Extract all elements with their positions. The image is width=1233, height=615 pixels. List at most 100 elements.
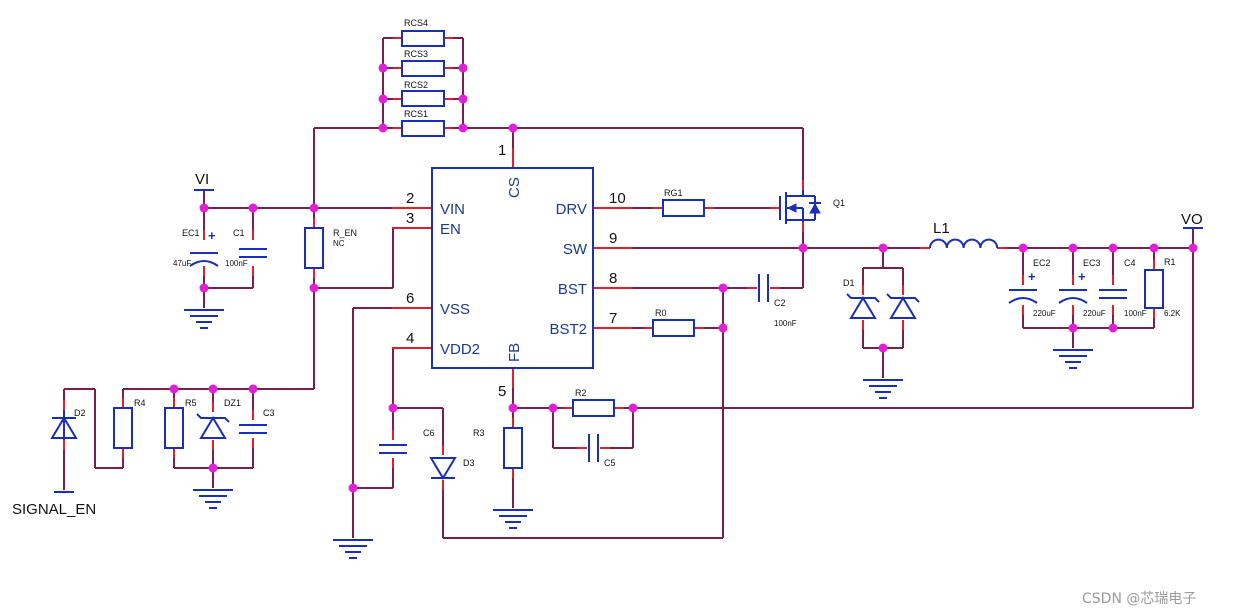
d1-label: D1 — [843, 278, 855, 288]
pin-num-10: 10 — [609, 190, 626, 207]
rcs1-resistor — [401, 120, 445, 137]
d3-label: D3 — [463, 458, 475, 468]
pin-num-9: 9 — [609, 230, 617, 247]
capacitors: + EC1 47uF C1 100nF C2 100nF C3 C6 — [173, 228, 1147, 468]
c5-capacitor — [588, 434, 599, 462]
signal-en-label: SIGNAL_EN — [12, 501, 96, 518]
controller-ic: VIN EN VSS VDD2 DRV SW BST BST2 CS FB 2 … — [406, 142, 626, 400]
junctions — [169, 63, 1198, 493]
rcs3-label: RCS3 — [404, 49, 428, 59]
r5-label: R5 — [185, 398, 197, 408]
c4-label: C4 — [1124, 258, 1136, 268]
d2-diode — [50, 410, 78, 440]
vo-label: VO — [1181, 211, 1203, 228]
c4-capacitor — [1099, 289, 1127, 299]
pin-num-5: 5 — [498, 383, 506, 400]
r2-resistor — [572, 399, 615, 417]
d1-dual-diode — [846, 293, 920, 319]
pin-name-cs: CS — [506, 177, 523, 198]
resistors: RCS4 RCS3 RCS2 RCS1 RG1 R0 R2 R_EN NC R4… — [113, 18, 1181, 469]
pin-num-7: 7 — [609, 310, 617, 327]
r5-resistor — [164, 407, 184, 449]
c1-label: C1 — [233, 228, 245, 238]
svg-text:+: + — [208, 228, 216, 243]
pin-name-vin: VIN — [440, 201, 465, 218]
l1-label: L1 — [933, 220, 950, 237]
r3-label: R3 — [473, 428, 485, 438]
ground-symbols — [184, 309, 1093, 559]
ec1-value: 47uF — [173, 259, 191, 268]
c2-label: C2 — [774, 298, 786, 308]
rcs2-resistor — [401, 90, 445, 107]
c3-label: C3 — [263, 408, 275, 418]
rcs3-resistor — [401, 60, 445, 77]
pin-name-bst2: BST2 — [549, 321, 587, 338]
c4-value: 100nF — [1124, 309, 1147, 318]
ground-icon — [863, 379, 903, 399]
r4-resistor — [113, 407, 133, 449]
dz1-zener — [196, 413, 230, 439]
r1-value: 6.2K — [1164, 309, 1181, 318]
q1-label: Q1 — [833, 198, 845, 208]
r2-label: R2 — [575, 388, 587, 398]
d3-diode — [429, 457, 457, 480]
rcs4-label: RCS4 — [404, 18, 428, 28]
ec3-label: EC3 — [1083, 258, 1101, 268]
svg-text:+: + — [1028, 269, 1036, 284]
diodes: D2 DZ1 D3 D1 — [50, 278, 920, 480]
ground-icon — [333, 539, 373, 559]
ec3-value: 220uF — [1083, 309, 1106, 318]
pin-name-bst: BST — [558, 281, 587, 298]
pin-num-2: 2 — [406, 190, 414, 207]
c1-value: 100nF — [225, 259, 248, 268]
ground-icon — [184, 309, 224, 329]
pin-num-8: 8 — [609, 270, 617, 287]
pin-name-vss: VSS — [440, 301, 470, 318]
r0-label: R0 — [655, 308, 667, 318]
watermark: CSDN @芯瑞电子 — [1082, 591, 1196, 607]
pin-num-3: 3 — [406, 210, 414, 227]
r1-label: R1 — [1164, 257, 1176, 267]
pin-name-sw: SW — [563, 241, 588, 258]
d2-label: D2 — [74, 408, 86, 418]
r1-resistor — [1144, 269, 1164, 309]
pin-name-vdd2: VDD2 — [440, 341, 480, 358]
c5-label: C5 — [604, 458, 616, 468]
ec2-capacitor: + — [1008, 269, 1038, 304]
rcs2-label: RCS2 — [404, 80, 428, 90]
c2-value: 100nF — [774, 319, 797, 328]
c2-capacitor — [758, 274, 769, 302]
q1-mosfet — [779, 190, 821, 224]
r0-resistor — [652, 319, 695, 337]
r-en-resistor — [304, 227, 324, 269]
r-en-label: R_EN — [333, 228, 357, 238]
rg1-label: RG1 — [664, 188, 683, 198]
pin-num-6: 6 — [406, 290, 414, 307]
ground-icon — [193, 489, 233, 509]
vi-label: VI — [195, 171, 209, 188]
rcs1-label: RCS1 — [404, 109, 428, 119]
r4-label: R4 — [134, 398, 146, 408]
r3-resistor — [503, 427, 523, 469]
pin-name-drv: DRV — [556, 201, 587, 218]
c6-label: C6 — [423, 428, 435, 438]
dz1-label: DZ1 — [224, 398, 241, 408]
ec2-value: 220uF — [1033, 309, 1056, 318]
c6-capacitor — [379, 444, 407, 454]
svg-text:+: + — [1078, 269, 1086, 284]
ec1-capacitor: + — [189, 228, 219, 267]
c1-capacitor — [239, 248, 267, 258]
net-ports: VI VO SIGNAL_EN — [12, 171, 1203, 518]
ec2-label: EC2 — [1033, 258, 1051, 268]
pin-name-fb: FB — [506, 343, 523, 362]
ic-body — [431, 167, 594, 369]
ec3-capacitor: + — [1058, 269, 1088, 304]
pin-num-1: 1 — [498, 142, 506, 159]
l1-inductor — [929, 238, 999, 249]
pin-name-en: EN — [440, 221, 461, 238]
ground-icon — [493, 509, 533, 529]
c3-capacitor — [239, 424, 267, 434]
ec1-label: EC1 — [182, 228, 200, 238]
rcs4-resistor — [401, 30, 445, 47]
